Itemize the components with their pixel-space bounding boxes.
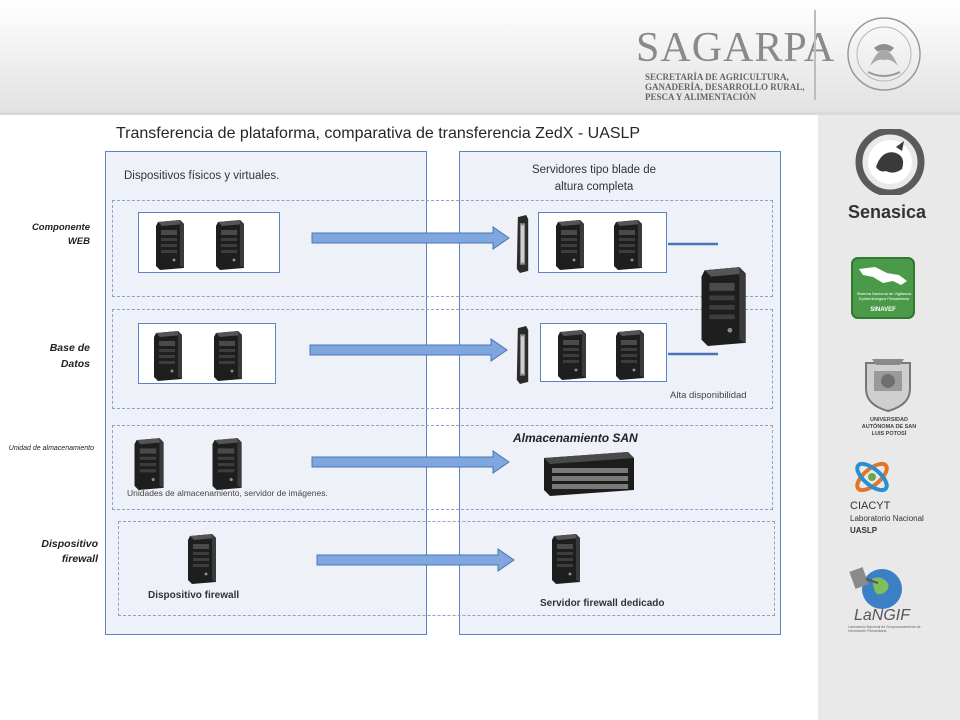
langif-label: LaNGIF	[854, 607, 911, 624]
server-tower-icon	[607, 328, 651, 380]
row-band-storage	[112, 425, 773, 510]
migration-arrow-storage	[311, 450, 510, 474]
san-storage-title: Almacenamiento SAN	[513, 431, 638, 445]
senasica-label: Senasica	[848, 202, 927, 222]
row-band-web	[112, 200, 773, 297]
row-band-firewall	[118, 521, 775, 616]
mexico-map-icon	[859, 267, 907, 285]
partner-logos-sidebar: Senasica Sistema Nacional de Vigilancia …	[818, 115, 960, 720]
high-availability-connector	[668, 242, 718, 356]
web-physical-servers	[138, 212, 280, 273]
ha-server-tower-icon	[694, 264, 750, 346]
header-vertical-divider	[814, 10, 816, 100]
server-tower-icon	[547, 218, 591, 270]
right-column-caption: Servidores tipo blade de altura completa	[531, 164, 657, 193]
blade-server-icon	[514, 215, 530, 273]
server-tower-icon	[147, 218, 191, 270]
server-tower-icon	[145, 329, 189, 381]
dedicated-firewall-caption: Servidor firewall dedicado	[540, 598, 665, 609]
slide-title: Transferencia de plataforma, comparativa…	[116, 125, 641, 142]
ciacyt-logo-icon	[855, 461, 889, 493]
left-column-caption: Dispositivos físicos y virtuales.	[124, 170, 280, 182]
langif-subtitle: Laboratorio Nacional de Geoprocesamiento…	[848, 625, 921, 633]
ciacyt-uaslp-label: UASLP	[850, 526, 878, 535]
server-tower-icon	[207, 218, 251, 270]
row-band-db	[112, 309, 773, 409]
dedicated-firewall-server-icon	[542, 532, 588, 584]
row-label-storage: Unidad de almacenamiento	[8, 445, 94, 452]
sinavef-subtitle: Sistema Nacional de Vigilancia Epidemiol…	[856, 291, 912, 301]
high-availability-caption: Alta disponibilidad	[670, 390, 747, 401]
uaslp-label: UNIVERSIDAD AUTÓNOMA DE SAN LUIS POTOSÍ	[861, 417, 917, 437]
row-label-firewall: Dispositivo firewall	[41, 538, 98, 565]
server-tower-icon	[605, 218, 649, 270]
sagarpa-subtitle: SECRETARÍA DE AGRICULTURA, GANADERÍA, DE…	[645, 72, 805, 102]
firewall-device-caption: Dispositivo firewall	[148, 590, 240, 601]
national-seal-icon	[847, 17, 921, 91]
sinavef-logo: Sistema Nacional de Vigilancia Epidemiol…	[851, 257, 915, 319]
web-blade-servers	[538, 212, 667, 273]
db-blade-servers	[540, 323, 667, 382]
migration-arrow-firewall	[316, 548, 515, 572]
header-divider-line	[0, 112, 960, 115]
san-array-icon	[544, 452, 634, 496]
sagarpa-logo-text: SAGARPA	[636, 25, 836, 71]
migration-arrow-db	[309, 338, 508, 362]
storage-tower-icon	[124, 436, 172, 490]
senasica-logo-icon	[855, 129, 925, 195]
server-tower-icon	[549, 328, 593, 380]
langif-globe-icon	[849, 567, 902, 609]
storage-tower-icon	[202, 436, 250, 490]
blade-server-icon	[514, 326, 530, 384]
row-label-db: Base de Datos	[49, 342, 90, 370]
migration-arrow-web	[311, 226, 510, 250]
row-label-web: Componente WEB	[31, 222, 90, 247]
db-physical-servers	[138, 323, 276, 384]
ciacyt-lab-label: Laboratorio Nacional	[850, 514, 924, 523]
storage-caption: Unidades de almacenamiento, servidor de …	[127, 488, 328, 498]
header-banner	[0, 0, 960, 112]
firewall-device-icon	[178, 532, 224, 584]
sinavef-label: SINAVEF	[870, 307, 896, 313]
ciacyt-label: CIACYT	[850, 500, 891, 512]
uaslp-shield-icon	[865, 359, 911, 413]
server-tower-icon	[205, 329, 249, 381]
